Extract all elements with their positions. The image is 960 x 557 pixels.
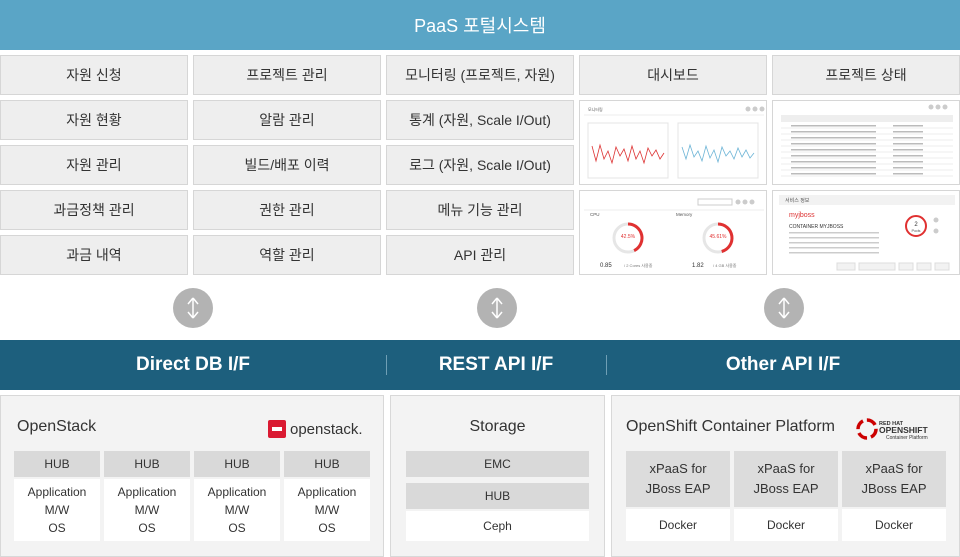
bidirectional-arrow-icon xyxy=(173,288,213,328)
service-info-title: 서비스 정보 xyxy=(785,197,810,204)
interface-bar: Direct DB I/F REST API I/F Other API I/F xyxy=(0,340,960,390)
openstack-logo: openstack. xyxy=(268,419,363,439)
openstack-app-stack-4: Application M/W OS xyxy=(284,479,370,541)
memory-label: Memory xyxy=(676,212,693,217)
container-name: CONTAINER MYJBOSS xyxy=(789,224,844,230)
cpu-total-text: / 2 Cores 사용중 xyxy=(624,262,653,268)
service-info-thumbnail: 서비스 정보 myjboss CONTAINER MYJBOSS 2 Pods xyxy=(772,190,960,275)
xpaas-jboss-1: xPaaS for JBoss EAP xyxy=(626,451,730,507)
os-label: OS xyxy=(48,521,66,535)
openstack-app-stack-3: Application M/W OS xyxy=(194,479,280,541)
menu-statistics[interactable]: 통계 (자원, Scale I/Out) xyxy=(386,100,574,140)
os-label: OS xyxy=(138,521,156,535)
docker-3: Docker xyxy=(842,509,946,541)
memory-used-value: 1.82 xyxy=(692,263,704,269)
openshift-title: OpenShift Container Platform xyxy=(626,418,835,435)
service-name: myjboss xyxy=(789,212,815,219)
openshift-logo-main: OPENSHIFT xyxy=(879,425,928,435)
menu-monitoring[interactable]: 모니터링 (프로젝트, 자원) xyxy=(386,55,574,95)
openshift-logo-sub: Container Platform xyxy=(886,435,928,441)
openstack-hub-3: HUB xyxy=(194,451,280,477)
application-label: Application xyxy=(207,485,267,499)
storage-emc: EMC xyxy=(406,451,589,477)
menu-permission-management[interactable]: 권한 관리 xyxy=(193,190,381,230)
memory-percentage: 45.61% xyxy=(710,234,728,240)
project-status-thumbnail xyxy=(772,100,960,185)
application-label: Application xyxy=(27,485,87,499)
middleware-label: M/W xyxy=(44,503,70,517)
monitoring-chart-image: 모니터링 xyxy=(584,106,765,179)
menu-resource-request[interactable]: 자원 신청 xyxy=(0,55,188,95)
openstack-hub-4: HUB xyxy=(284,451,370,477)
resource-usage-thumbnail: CPU Memory 42.5% 45.61% 0.85 / 2 Cores 사… xyxy=(579,190,767,275)
openstack-app-stack-2: Application M/W OS xyxy=(104,479,190,541)
application-label: Application xyxy=(297,485,357,499)
menu-dashboard[interactable]: 대시보드 xyxy=(579,55,767,95)
interface-divider xyxy=(606,355,607,375)
middleware-label: M/W xyxy=(224,503,250,517)
openstack-logo-icon xyxy=(268,420,286,438)
menu-resource-management[interactable]: 자원 관리 xyxy=(0,145,188,185)
middleware-label: M/W xyxy=(134,503,160,517)
storage-ceph: Ceph xyxy=(406,511,589,541)
other-api-interface-label: Other API I/F xyxy=(725,354,841,375)
cpu-label: CPU xyxy=(590,212,600,217)
menu-role-management[interactable]: 역할 관리 xyxy=(193,235,381,275)
docker-2: Docker xyxy=(734,509,838,541)
docker-1: Docker xyxy=(626,509,730,541)
bidirectional-arrow-icon xyxy=(764,288,804,328)
menu-billing-history[interactable]: 과금 내역 xyxy=(0,235,188,275)
portal-title: PaaS 포털시스템 xyxy=(414,16,546,36)
xpaas-jboss-3: xPaaS for JBoss EAP xyxy=(842,451,946,507)
menu-project-status[interactable]: 프로젝트 상태 xyxy=(772,55,960,95)
menu-menu-function-management[interactable]: 메뉴 기능 관리 xyxy=(386,190,574,230)
resource-usage-gauges-image: CPU Memory 42.5% 45.61% 0.85 / 2 Cores 사… xyxy=(584,198,764,269)
middleware-label: M/W xyxy=(314,503,340,517)
openstack-title: OpenStack xyxy=(17,418,97,435)
monitoring-chart-thumbnail: 모니터링 xyxy=(579,100,767,185)
monitoring-thumb-title: 모니터링 xyxy=(588,106,603,112)
openshift-logo: RED HAT OPENSHIFT Container Platform xyxy=(856,417,950,441)
os-label: OS xyxy=(318,521,336,535)
menu-alarm-management[interactable]: 알람 관리 xyxy=(193,100,381,140)
service-info-image: 서비스 정보 myjboss CONTAINER MYJBOSS 2 Pods xyxy=(779,195,955,271)
menu-project-management[interactable]: 프로젝트 관리 xyxy=(193,55,381,95)
menu-logs[interactable]: 로그 (자원, Scale I/Out) xyxy=(386,145,574,185)
openstack-hub-1: HUB xyxy=(14,451,100,477)
menu-billing-policy[interactable]: 과금정책 관리 xyxy=(0,190,188,230)
os-label: OS xyxy=(228,521,246,535)
openstack-logo-text: openstack. xyxy=(290,420,363,438)
storage-title: Storage xyxy=(469,418,526,435)
memory-total-text: / 4 GB 사용중 xyxy=(713,262,737,268)
openstack-app-stack-1: Application M/W OS xyxy=(14,479,100,541)
openstack-hub-2: HUB xyxy=(104,451,190,477)
openshift-logo-icon: RED HAT OPENSHIFT Container Platform xyxy=(856,418,928,441)
interface-divider xyxy=(386,355,387,375)
cpu-percentage: 42.5% xyxy=(621,234,636,240)
rest-api-interface-label: REST API I/F xyxy=(438,354,554,375)
menu-resource-status[interactable]: 자원 현황 xyxy=(0,100,188,140)
cpu-used-value: 0.85 xyxy=(600,263,612,269)
storage-hub: HUB xyxy=(406,483,589,509)
application-label: Application xyxy=(117,485,177,499)
xpaas-jboss-2: xPaaS for JBoss EAP xyxy=(734,451,838,507)
openshift-logo-top: RED HAT xyxy=(879,421,904,427)
direct-db-interface-label: Direct DB I/F xyxy=(135,354,251,375)
portal-title-bar: PaaS 포털시스템 xyxy=(0,0,960,50)
pods-count: 2 xyxy=(914,222,918,228)
project-status-table-image xyxy=(781,104,953,177)
pods-label: Pods xyxy=(911,228,920,233)
menu-api-management[interactable]: API 관리 xyxy=(386,235,574,275)
menu-build-deploy-history[interactable]: 빌드/배포 이력 xyxy=(193,145,381,185)
bidirectional-arrow-icon xyxy=(477,288,517,328)
